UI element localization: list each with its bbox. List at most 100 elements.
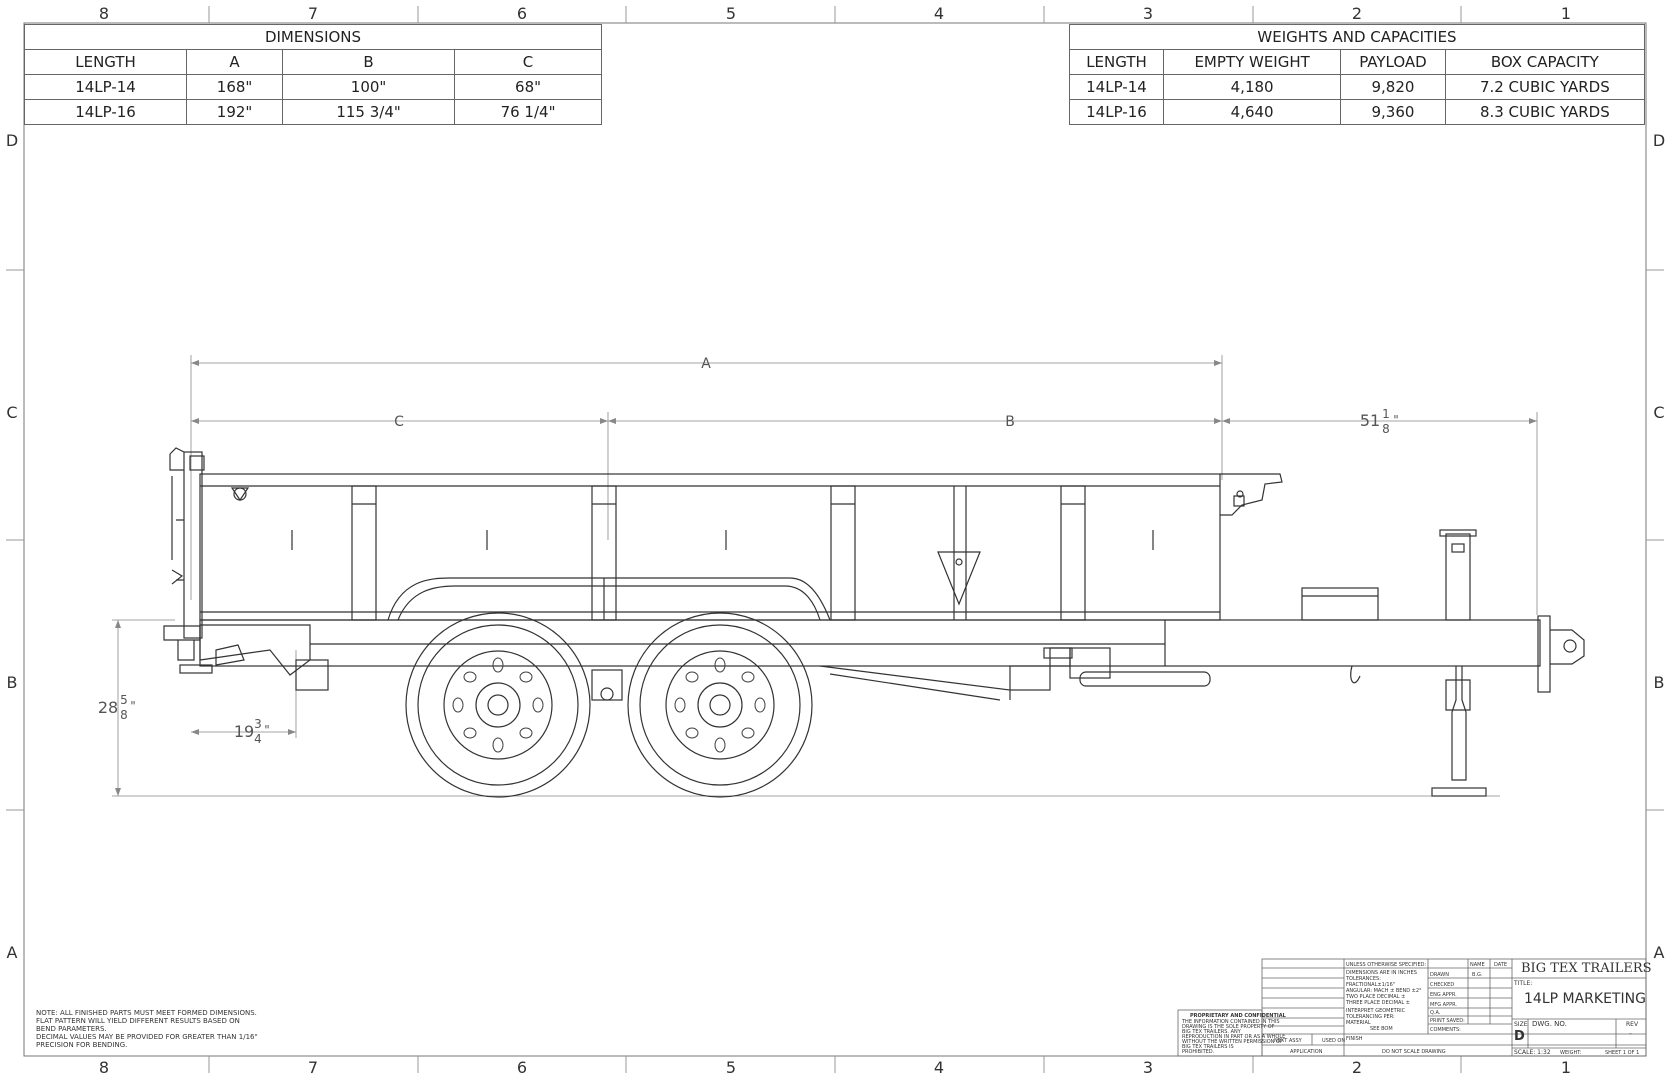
tongue-jack-tube (1445, 533, 1471, 621)
zone-bottom-7: 7 (308, 1058, 318, 1077)
tb-prop-line: BIG TEX TRAILERS IS (1182, 1044, 1234, 1050)
zone-top-2: 2 (1352, 4, 1362, 23)
tb-company: BIG TEX TRAILERS (1521, 961, 1652, 976)
zone-left-a: A (7, 943, 18, 962)
tb-size: D (1514, 1029, 1525, 1044)
weights-header: EMPTY WEIGHT (1162, 49, 1342, 75)
zone-top-5: 5 (726, 4, 736, 23)
table-row: 14LP-14 168" 100" 68" (23, 74, 602, 100)
zone-top-3: 3 (1143, 4, 1153, 23)
height-dim-den: 8 (120, 708, 128, 722)
note-line: PRECISION FOR BENDING. (36, 1041, 128, 1049)
rear-tire (405, 612, 591, 798)
front-tire (627, 612, 813, 798)
tb-angular: ANGULAR: MACH ± BEND ±2° (1346, 988, 1422, 994)
tb-title-label: TITLE: (1513, 980, 1532, 987)
tb-three-place: THREE PLACE DECIMAL ± (1345, 1000, 1410, 1006)
height-dim-whole: 28 (98, 698, 118, 717)
note-line: NOTE: ALL FINISHED PARTS MUST MEET FORME… (36, 1009, 257, 1017)
tongue-dim-den: 8 (1382, 422, 1390, 436)
zone-bottom-6: 6 (517, 1058, 527, 1077)
zone-top-6: 6 (517, 4, 527, 23)
table-cell: 14LP-16 (23, 99, 188, 125)
tb-scale: SCALE: 1:32 (1514, 1049, 1551, 1056)
table-cell: 100" (282, 74, 456, 100)
tb-prop-line: REPRODUCTION IN PART OR AS A WHOLE (1182, 1034, 1285, 1040)
tb-dims-in-inches: DIMENSIONS ARE IN INCHES (1346, 970, 1417, 976)
trailer-side-view (163, 447, 1585, 798)
jack-mount-plate (937, 551, 981, 606)
zone-top-4: 4 (934, 4, 944, 23)
note-line: DECIMAL VALUES MAY BE PROVIDED FOR GREAT… (36, 1033, 258, 1041)
tb-weight-label: WEIGHT: (1560, 1050, 1582, 1056)
tb-unless: UNLESS OTHERWISE SPECIFIED: (1346, 962, 1426, 968)
weights-capacities-table: WEIGHTS AND CAPACITIES LENGTH EMPTY WEIG… (1069, 24, 1646, 125)
dim-c-label: C (394, 414, 404, 430)
hydraulic-tank (1079, 671, 1211, 687)
tb-name-label: NAME (1470, 962, 1485, 968)
tb-sheet: SHEET 1 OF 1 (1605, 1050, 1639, 1056)
tb-do-not-scale: DO NOT SCALE DRAWING (1382, 1049, 1446, 1055)
dim-b-label: B (1005, 414, 1015, 430)
rear-bumper (199, 624, 311, 676)
zone-bottom-5: 5 (726, 1058, 736, 1077)
table-cell: 4,180 (1162, 74, 1342, 100)
tb-size-label: SIZE (1514, 1021, 1528, 1028)
tb-tolerances: TOLERANCES: (1345, 976, 1381, 982)
hitch-coupler (1550, 629, 1585, 665)
tb-title: 14LP MARKETING (1524, 991, 1646, 1007)
height-dim-unit: " (130, 699, 136, 713)
rear-dim-whole: 19 (234, 722, 254, 741)
zone-ticks (6, 6, 1664, 1073)
tb-two-place: TWO PLACE DECIMAL ± (1345, 994, 1405, 1000)
table-cell: 192" (186, 99, 284, 125)
tb-mfg-appr: MFG APPR. (1430, 1002, 1457, 1008)
tb-prop-line: DRAWING IS THE SOLE PROPERTY OF (1182, 1024, 1275, 1030)
zone-top-7: 7 (308, 4, 318, 23)
tongue-dim-whole: 51 (1360, 411, 1380, 430)
weights-header: PAYLOAD (1340, 49, 1446, 75)
rear-dim-unit: " (264, 723, 270, 737)
rear-dim-den: 4 (254, 732, 262, 746)
tb-checked: CHECKED (1430, 982, 1454, 988)
wheel-lug-holes (452, 657, 766, 753)
table-row: 14LP-16 4,640 9,360 8.3 CUBIC YARDS (1069, 99, 1646, 125)
zone-bottom-8: 8 (99, 1058, 109, 1077)
weights-header: LENGTH (1069, 49, 1164, 75)
height-dim-num: 5 (120, 693, 128, 707)
zone-right-c: C (1653, 403, 1664, 422)
tb-next-assy: NEXT ASSY (1274, 1038, 1303, 1044)
dimension-text: A C B 51 1 8 " 28 5 8 " 19 3 4 " (98, 356, 1399, 746)
tb-prop-title: PROPRIETARY AND CONFIDENTIAL (1190, 1013, 1287, 1019)
zone-bottom-4: 4 (934, 1058, 944, 1077)
zone-left-c: C (6, 403, 17, 422)
dim-a-label: A (701, 356, 711, 372)
tb-dwg-label: DWG. NO. (1532, 1020, 1567, 1028)
table-cell: 14LP-14 (23, 74, 188, 100)
tb-material: MATERIAL (1346, 1020, 1371, 1026)
table-cell: 4,640 (1162, 99, 1342, 125)
table-cell: 9,360 (1340, 99, 1446, 125)
rear-dim-num: 3 (254, 717, 262, 731)
tb-used-on: USED ON (1322, 1038, 1345, 1044)
tb-interpret: INTERPRET GEOMETRIC (1346, 1008, 1406, 1014)
fender (387, 577, 831, 621)
tb-prop-line: PROHIBITED. (1182, 1049, 1215, 1055)
tb-prop-line: BIG TEX TRAILERS. ANY (1182, 1029, 1242, 1035)
tb-fractional: FRACTIONAL±1/16" (1346, 982, 1395, 988)
weights-header: BOX CAPACITY (1444, 49, 1646, 75)
zone-bottom-2: 2 (1352, 1058, 1362, 1077)
battery-box (1301, 587, 1379, 621)
tongue-dim-unit: " (1393, 413, 1399, 427)
table-cell: 8.3 CUBIC YARDS (1444, 99, 1646, 125)
coupler-plate (1537, 615, 1551, 693)
zone-left-d: D (6, 131, 18, 150)
zone-top-1: 1 (1561, 4, 1571, 23)
tongue-dim-num: 1 (1382, 407, 1390, 421)
zone-top-8: 8 (99, 4, 109, 23)
tb-rev: - (1629, 1029, 1632, 1038)
table-cell: 115 3/4" (282, 99, 456, 125)
tb-application: APPLICATION (1290, 1049, 1323, 1055)
